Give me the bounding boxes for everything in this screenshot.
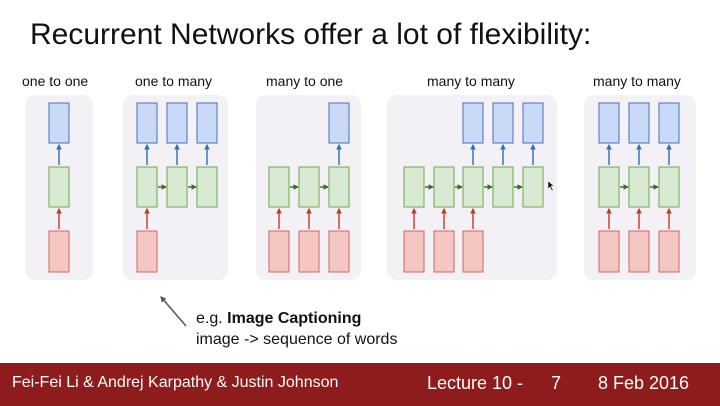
output-box <box>492 102 514 144</box>
hidden-state-box <box>462 166 484 208</box>
input-box <box>658 230 680 273</box>
caption-bold: Image Captioning <box>227 310 362 327</box>
caption: e.g. Image Captioning image -> sequence … <box>196 308 397 350</box>
group-label-many-to-many-1: many to many <box>427 73 515 89</box>
group-label-one-to-one: one to one <box>22 73 89 89</box>
input-box <box>628 230 650 273</box>
caption-line-1: e.g. Image Captioning <box>196 308 397 329</box>
input-box <box>328 230 350 273</box>
footer-date: 8 Feb 2016 <box>598 373 690 393</box>
footer-slide-number: 7 <box>551 373 562 393</box>
input-box <box>268 230 290 273</box>
output-box <box>628 102 650 144</box>
hidden-state-box <box>166 166 188 208</box>
hidden-state-box <box>298 166 320 208</box>
hidden-state-box <box>268 166 290 208</box>
output-box <box>136 102 158 144</box>
output-box <box>166 102 188 144</box>
output-box <box>462 102 484 144</box>
caption-pointer-arrow <box>160 296 187 327</box>
output-box <box>658 102 680 144</box>
slide-title: Recurrent Networks offer a lot of flexib… <box>30 18 592 51</box>
hidden-state-box <box>658 166 680 208</box>
hidden-state-box <box>328 166 350 208</box>
hidden-state-box <box>492 166 514 208</box>
input-box <box>433 230 455 273</box>
output-box <box>522 102 544 144</box>
mouse-cursor-icon <box>547 180 555 192</box>
hidden-state-box <box>598 166 620 208</box>
input-box <box>298 230 320 273</box>
output-box <box>196 102 218 144</box>
output-box <box>48 102 70 144</box>
footer-authors: Fei-Fei Li & Andrej Karpathy & Justin Jo… <box>12 374 339 391</box>
rnn-diagram <box>25 95 696 327</box>
group-label-one-to-many: one to many <box>135 73 213 89</box>
output-box <box>598 102 620 144</box>
footer-bar: Fei-Fei Li & Andrej Karpathy & Justin Jo… <box>0 363 720 406</box>
input-box <box>136 230 158 273</box>
hidden-state-box <box>522 166 544 208</box>
hidden-state-box <box>136 166 158 208</box>
hidden-state-box <box>433 166 455 208</box>
input-box <box>598 230 620 273</box>
hidden-state-box <box>403 166 425 208</box>
hidden-state-box <box>48 166 70 208</box>
caption-prefix: e.g. <box>196 310 228 327</box>
input-box <box>403 230 425 273</box>
footer-lecture: Lecture 10 - <box>427 373 524 393</box>
hidden-state-box <box>196 166 218 208</box>
hidden-state-box <box>628 166 650 208</box>
group-label-many-to-many-2: many to many <box>593 73 681 89</box>
group-label-many-to-one: many to one <box>266 73 344 89</box>
input-box <box>462 230 484 273</box>
caption-line-2: image -> sequence of words <box>196 331 398 348</box>
output-box <box>328 102 350 144</box>
input-box <box>48 230 70 273</box>
